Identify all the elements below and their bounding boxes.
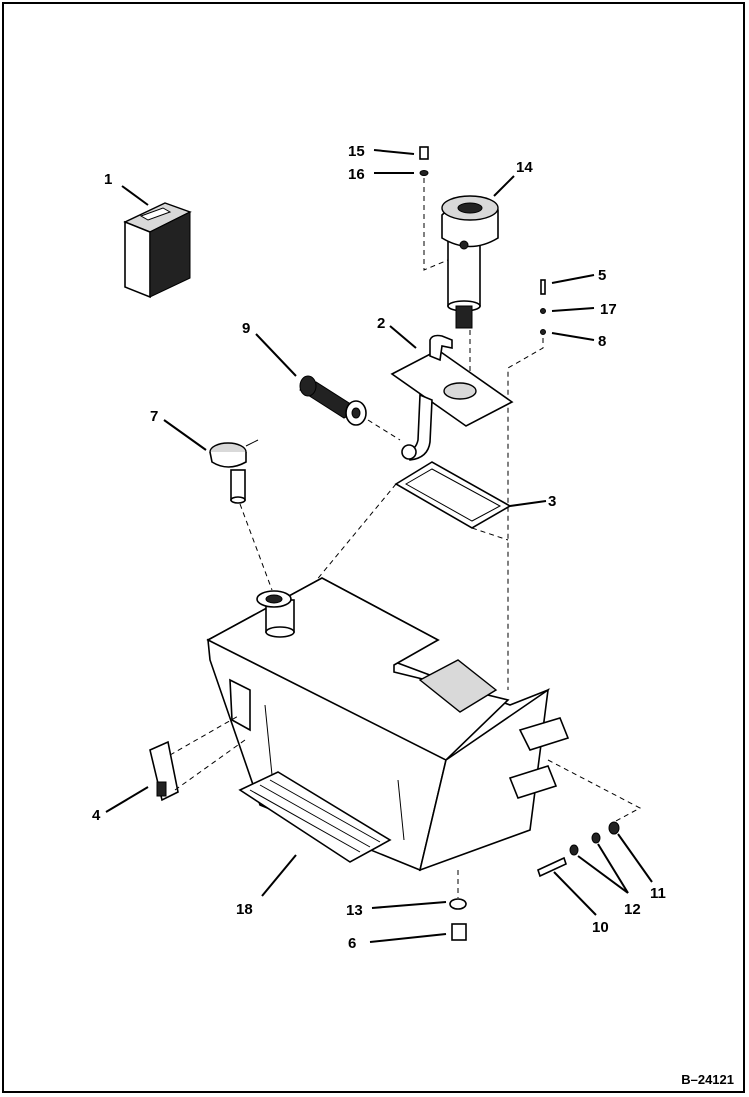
callout-5: 5 (598, 267, 606, 284)
part-7-filler-cap (209, 439, 259, 504)
part-16-washer (419, 170, 429, 176)
part-11-nut (608, 821, 620, 835)
callout-14: 14 (516, 159, 533, 176)
part-13-washer (449, 898, 467, 910)
part-18-step (238, 771, 392, 863)
part-3-gasket (394, 461, 512, 529)
callout-7: 7 (150, 408, 158, 425)
part-9-strainer (298, 375, 367, 426)
part-8-washer (540, 329, 546, 335)
callout-18: 18 (236, 901, 253, 918)
part-2-cover-plate (390, 334, 514, 461)
part-10-bolt (537, 856, 567, 878)
leader-lines (105, 149, 653, 943)
part-17-washer (540, 308, 546, 314)
tank-body (206, 577, 570, 872)
callout-4: 4 (92, 807, 101, 824)
callout-13: 13 (346, 902, 363, 919)
callout-16: 16 (348, 166, 365, 183)
callout-1: 1 (104, 171, 112, 188)
callout-3: 3 (548, 493, 556, 510)
callout-8: 8 (598, 333, 606, 350)
callout-9: 9 (242, 320, 250, 337)
callout-6: 6 (348, 935, 356, 952)
part-12-washers (569, 832, 601, 856)
part-5-bolt (540, 279, 546, 295)
part-6-drain-plug (451, 923, 467, 941)
callout-2: 2 (377, 315, 385, 332)
part-4-bracket (149, 740, 179, 802)
callout-10: 10 (592, 919, 609, 936)
callout-11: 11 (650, 885, 666, 902)
figure-reference: B–24121 (681, 1072, 734, 1087)
part-15-bolt (419, 146, 429, 160)
callout-12: 12 (624, 901, 641, 918)
part-14-filter-housing (441, 195, 499, 329)
part-1-filter-element (123, 202, 192, 299)
callout-17: 17 (600, 301, 617, 318)
callout-15: 15 (348, 143, 365, 160)
